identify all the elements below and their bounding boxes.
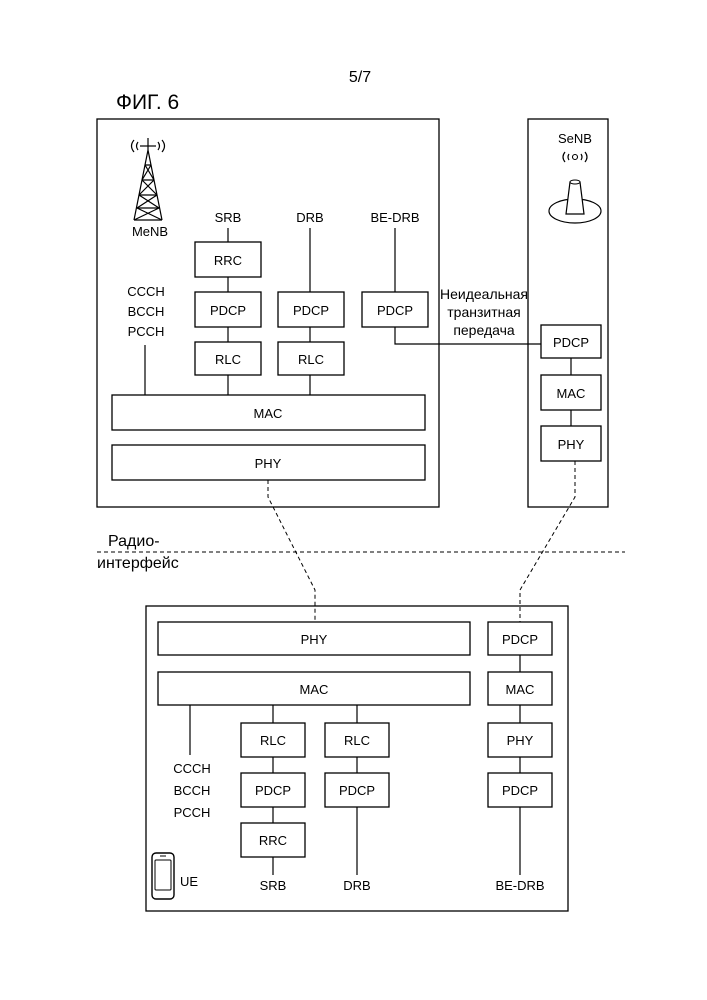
menb-phy-box: PHY	[112, 445, 425, 480]
svg-text:PDCP: PDCP	[255, 783, 291, 798]
svg-text:PHY: PHY	[558, 437, 585, 452]
ue-drb-rlc-box: RLC	[325, 723, 389, 757]
svg-text:PDCP: PDCP	[377, 303, 413, 318]
senb-phy-box: PHY	[541, 426, 601, 461]
ue-rrc-box: RRC	[241, 823, 305, 857]
menb-channel-bcch: BCCH	[128, 304, 165, 319]
svg-text:PDCP: PDCP	[502, 632, 538, 647]
menb-drb-rlc-box: RLC	[278, 342, 344, 375]
svg-text:RLC: RLC	[260, 733, 286, 748]
menb-rrc-box: RRC	[195, 242, 261, 277]
svg-text:MAC: MAC	[300, 682, 329, 697]
backhaul-label-line1: Неидеальная	[440, 286, 528, 302]
ue-be-drb-label: BE-DRB	[495, 878, 544, 893]
menb-srb-label: SRB	[215, 210, 242, 225]
ue-mac-box: MAC	[158, 672, 470, 705]
svg-text:RRC: RRC	[259, 833, 287, 848]
ue-srb-label: SRB	[260, 878, 287, 893]
radio-interface-label-line2: интерфейс	[97, 555, 179, 572]
ue-srb-pdcp-box: PDCP	[241, 773, 305, 807]
menb-srb-rlc-box: RLC	[195, 342, 261, 375]
svg-text:MAC: MAC	[254, 406, 283, 421]
ue-channel-ccch: CCCH	[173, 761, 211, 776]
menb-mac-box: MAC	[112, 395, 425, 430]
mobile-phone-icon	[152, 853, 174, 899]
senb-mac-box: MAC	[541, 375, 601, 410]
svg-text:MAC: MAC	[557, 386, 586, 401]
senb-label: SeNB	[558, 131, 592, 146]
ue-label: UE	[180, 874, 198, 889]
figure-title: ФИГ. 6	[116, 91, 179, 114]
ue-channel-pcch: PCCH	[174, 805, 211, 820]
svg-text:PDCP: PDCP	[502, 783, 538, 798]
svg-text:RLC: RLC	[298, 352, 324, 367]
svg-text:PDCP: PDCP	[339, 783, 375, 798]
svg-text:PDCP: PDCP	[553, 335, 589, 350]
menb-channel-pcch: PCCH	[128, 324, 165, 339]
svg-text:RLC: RLC	[215, 352, 241, 367]
ue-secondary-pdcp-bottom-box: PDCP	[488, 773, 552, 807]
menb-be-drb-pdcp-box: PDCP	[362, 292, 428, 327]
menb-label: MeNB	[132, 224, 168, 239]
menb-drb-label: DRB	[296, 210, 323, 225]
senb-pdcp-box: PDCP	[541, 325, 601, 358]
small-cell-antenna-icon	[549, 152, 601, 223]
backhaul-label-line3: передача	[453, 322, 515, 338]
svg-text:PDCP: PDCP	[210, 303, 246, 318]
svg-text:PHY: PHY	[507, 733, 534, 748]
page-number: 5/7	[349, 69, 371, 86]
menb-radio-link	[268, 480, 315, 622]
menb-channel-ccch: CCCH	[127, 284, 165, 299]
ue-channel-bcch: BCCH	[174, 783, 211, 798]
menb-drb-pdcp-box: PDCP	[278, 292, 344, 327]
radio-interface-label-line1: Радио-	[108, 533, 160, 550]
svg-text:RRC: RRC	[214, 253, 242, 268]
ue-srb-rlc-box: RLC	[241, 723, 305, 757]
ue-secondary-pdcp-top-box: PDCP	[488, 622, 552, 655]
ue-phy-box: PHY	[158, 622, 470, 655]
menb-srb-pdcp-box: PDCP	[195, 292, 261, 327]
cell-tower-icon	[132, 138, 165, 220]
svg-text:PHY: PHY	[301, 632, 328, 647]
svg-text:RLC: RLC	[344, 733, 370, 748]
ue-drb-label: DRB	[343, 878, 370, 893]
svg-text:PHY: PHY	[255, 456, 282, 471]
svg-text:PDCP: PDCP	[293, 303, 329, 318]
ue-drb-pdcp-box: PDCP	[325, 773, 389, 807]
svg-text:MAC: MAC	[506, 682, 535, 697]
ue-secondary-phy-box: PHY	[488, 723, 552, 757]
menb-be-drb-label: BE-DRB	[370, 210, 419, 225]
backhaul-label-line2: транзитная	[447, 304, 520, 320]
ue-secondary-mac-box: MAC	[488, 672, 552, 705]
